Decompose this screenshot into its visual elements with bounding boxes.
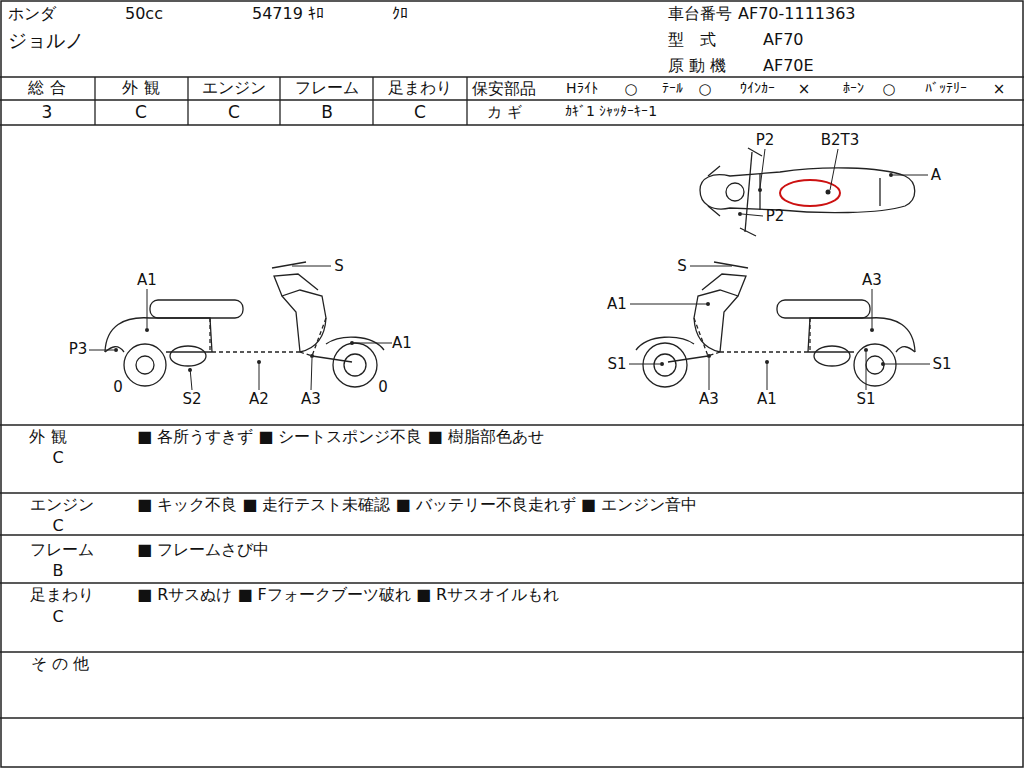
left-side-view <box>105 262 384 387</box>
table-header: エンジン <box>202 79 266 97</box>
damage-code: S <box>334 258 344 275</box>
damage-code: A1 <box>607 296 627 313</box>
key-label: カ ギ <box>487 104 522 121</box>
field-name: 型 式 <box>668 31 716 49</box>
section-title: エンジン <box>30 496 94 514</box>
damage-code: P2 <box>766 208 785 225</box>
damage-code: A2 <box>249 391 269 408</box>
table-header: 保安部品 <box>472 80 536 98</box>
damage-code: S2 <box>182 391 201 408</box>
damage-code: 0 <box>378 379 388 396</box>
section-title: 外 観 <box>29 428 66 446</box>
damage-code: A3 <box>699 391 719 408</box>
color: ｸﾛ <box>392 5 408 23</box>
grade-cell: C <box>414 103 426 122</box>
damage-code: A1 <box>137 272 157 289</box>
damage-code: S1 <box>607 356 626 373</box>
right-side-view <box>636 262 915 387</box>
damage-code: A3 <box>301 391 321 408</box>
grade-cell: C <box>135 103 147 122</box>
check-mark: × <box>993 81 1006 98</box>
part-name: ｳｲﾝｶｰ <box>740 81 775 96</box>
grade-cell: 3 <box>42 103 53 122</box>
damage-code: S1 <box>932 356 951 373</box>
check-mark: × <box>798 81 811 98</box>
leader-lines <box>89 149 930 390</box>
key-info: ｶｷﾞ1 ｼｬｯﾀｰｷｰ1 <box>565 104 657 119</box>
damage-code: A1 <box>757 391 777 408</box>
section-title: そ の 他 <box>31 655 89 673</box>
check-mark: ○ <box>624 81 637 98</box>
section-grade: C <box>52 517 63 535</box>
frame-number: AF70-1111363 <box>738 5 856 23</box>
displacement: 50cc <box>125 5 163 23</box>
model-name: ジョルノ <box>8 30 84 51</box>
mark-dots <box>114 173 893 372</box>
part-name: Hﾗｲﾄ <box>566 81 598 96</box>
remark: ■ Rサスぬけ ■ Fフォークブーツ破れ ■ Rサスオイルもれ <box>137 586 559 604</box>
section-grade: B <box>53 562 64 580</box>
part-name: ﾃｰﾙ <box>662 81 683 96</box>
section-title: フレーム <box>30 541 94 559</box>
field-name: 原 動 機 <box>668 57 726 75</box>
model-code: AF70 <box>763 31 804 49</box>
section-title: 足まわり <box>30 586 94 604</box>
remark: ■ 各所うすきず ■ シートスポンジ不良 ■ 樹脂部色あせ <box>137 428 544 446</box>
damage-code: B2T3 <box>821 132 860 149</box>
section-grade: C <box>52 449 63 467</box>
damage-code: S <box>677 258 687 275</box>
check-mark: ○ <box>698 81 711 98</box>
section-grade: C <box>52 608 63 626</box>
mileage: 54719 ｷﾛ <box>252 5 324 23</box>
part-name: ﾊﾞｯﾃﾘｰ <box>925 81 967 96</box>
table-header: 外 観 <box>122 79 159 97</box>
table-header: 足まわり <box>388 79 452 97</box>
damage-code: P3 <box>69 341 88 358</box>
check-mark: ○ <box>882 81 895 98</box>
damage-code: A3 <box>862 272 882 289</box>
remark: ■ フレームさび中 <box>137 541 269 559</box>
damage-code: 0 <box>113 379 123 396</box>
table-header: 総 合 <box>28 79 65 97</box>
part-name: ﾎｰﾝ <box>843 81 864 96</box>
remark: ■ キック不良 ■ 走行テスト未確認 ■ バッテリー不良走れず ■ エンジン音中 <box>137 496 697 514</box>
field-name: 車台番号 <box>668 5 732 23</box>
damage-code: S1 <box>856 391 875 408</box>
top-view <box>700 148 915 236</box>
damage-code: P2 <box>756 132 775 149</box>
damage-code: A1 <box>392 335 412 352</box>
maker: ホンダ <box>8 5 56 23</box>
engine-code: AF70E <box>763 57 814 75</box>
table-header: フレーム <box>295 79 359 97</box>
grade-cell: C <box>228 103 240 122</box>
damage-code: A <box>931 167 941 184</box>
grade-cell: B <box>321 103 333 122</box>
